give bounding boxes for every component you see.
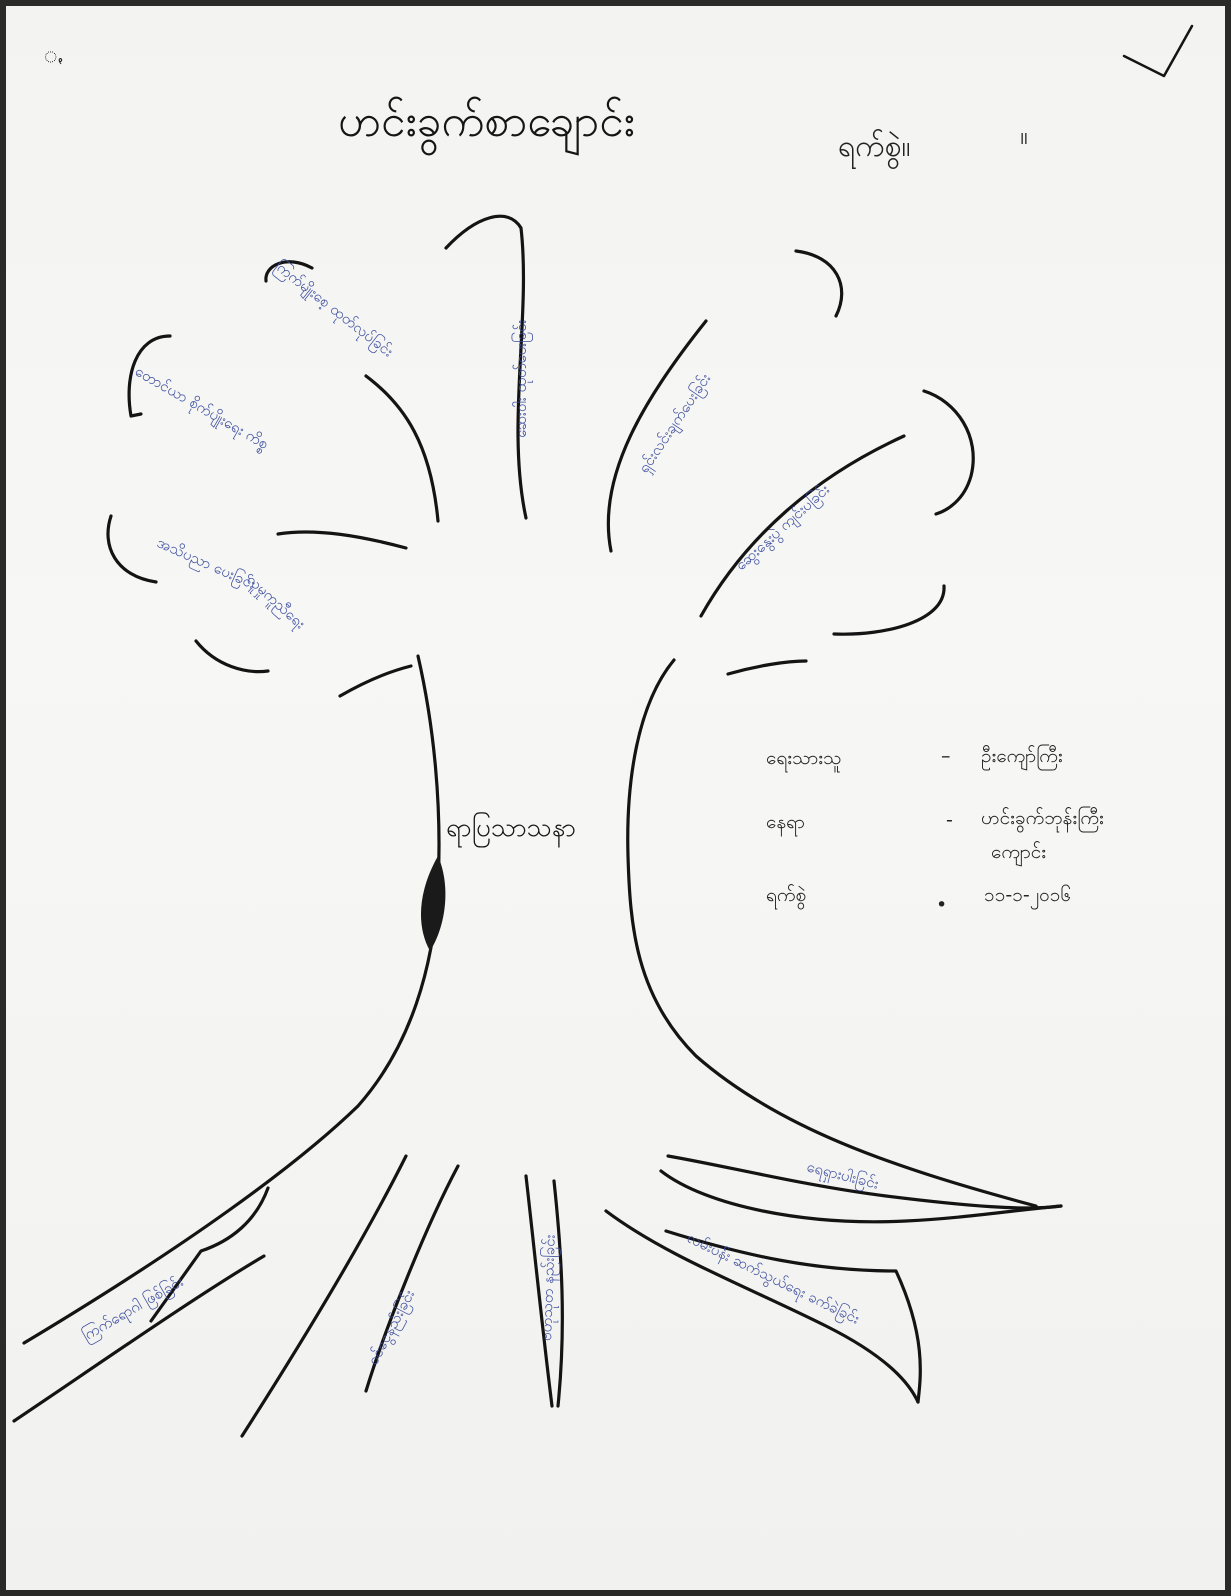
branch-line-14 <box>728 661 806 674</box>
title-end-mark: ။ <box>1020 121 1028 151</box>
root-text-2: ဝင်ငွေနည်းခြင်း <box>363 1286 421 1369</box>
corner-mark: ꩻ <box>44 43 63 68</box>
place-value-line1: ဟင်းခွက်ဘုန်းကြီး <box>981 805 1104 833</box>
branch-text-6: အသိပညာ ပေးခြင်း <box>153 532 259 595</box>
branch-text-1: ကြက်မျိုးစေ့ ထုတ်လုပ်ခြင်း <box>270 256 398 363</box>
trunk-left-line <box>24 656 439 1343</box>
tree-diagram: ꩻ ဟင်းခွက်စာချောင်း ရက်စွဲ။ ။ ရာပြသာသနာ … <box>6 6 1225 1590</box>
branch-line-3 <box>108 516 156 582</box>
root-line-1 <box>14 1256 264 1421</box>
branch-text-4: ရှင်းလင်းချက်ပေးခြင်း <box>634 369 717 478</box>
trunk-label: ရာပြသာသနာ <box>446 810 576 848</box>
branch-text-5: ဆွေးနွေးပွဲ ကျင်းပခြင်း <box>731 479 835 576</box>
author-value: ဦးကျော်ကြီး <box>981 743 1063 771</box>
branch-text-7: လူမှုကူညီရေး <box>241 571 309 635</box>
root-line-7 <box>606 1211 918 1402</box>
root-text-5: လမ်းပန်း ဆက်သွယ်ရေး ခက်ခဲခြင်း <box>683 1228 863 1331</box>
author-label: ရေးသားသူ <box>766 747 841 773</box>
branch-line-2 <box>196 641 268 672</box>
branch-line-13 <box>834 586 944 634</box>
root-text-1: ကြက်ရောဂါ ဖြစ်ခြင်း <box>79 1271 188 1347</box>
info-block: ရေးသားသူ – ဦးကျော်ကြီး နေရာ - ဟင်းခွက်ဘု… <box>766 743 1104 916</box>
branch-line-12 <box>924 391 973 514</box>
trunk-right-line <box>628 660 1036 1206</box>
root-text-3: ဗဟုသုတ နည်းခြင်း <box>536 1234 562 1341</box>
trunk-knot <box>421 856 445 951</box>
date-separator: • <box>936 894 947 916</box>
branch-text-2: တောင်ယာ စိုက်ပျိုးရေး ကိစ္စ <box>131 362 272 456</box>
branch-text-3: ဆေးဝါး ထုတ်ပေးခြင်း <box>511 320 533 438</box>
title-date-label: ရက်စွဲ။ <box>838 129 911 170</box>
page-title: ဟင်းခွက်စာချောင်း <box>338 96 635 157</box>
branch-line-10 <box>796 251 842 316</box>
branch-line-4 <box>278 532 406 548</box>
branch-line-1 <box>340 666 411 696</box>
root-line-2 <box>151 1188 268 1321</box>
date-value: ၁၁-၁-၂၀၁၆ <box>984 883 1071 910</box>
branch-line-7 <box>366 376 438 521</box>
author-separator: – <box>941 745 951 767</box>
corner-tick <box>1124 26 1192 76</box>
place-label: နေရာ <box>766 811 805 837</box>
place-separator: - <box>946 809 953 831</box>
root-line-8 <box>666 1231 920 1402</box>
branch-line-11 <box>701 436 904 616</box>
paper-sheet: ꩻ ဟင်းခွက်စာချောင်း ရက်စွဲ။ ။ ရာပြသာသနာ … <box>6 6 1225 1590</box>
place-value-line2: ကျောင်း <box>991 840 1046 867</box>
root-line-3 <box>242 1156 406 1436</box>
date-label: ရက်စွဲ <box>766 883 806 910</box>
